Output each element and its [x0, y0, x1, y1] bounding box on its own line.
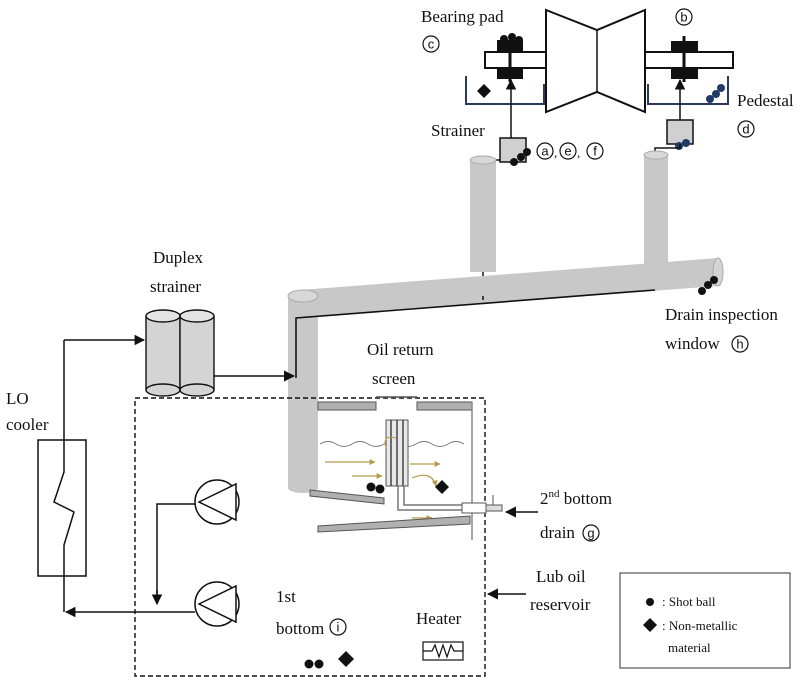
mark-a-e-f: a , e , f — [536, 142, 604, 160]
lub-oil-label: Lub oil — [536, 567, 586, 586]
diamond-icon — [338, 651, 354, 667]
legend-non-metallic: : Non-metallic — [662, 618, 738, 633]
mark-h: h — [731, 335, 749, 353]
return-risers — [469, 150, 669, 272]
pedestal-tray-left — [465, 76, 545, 105]
svg-text:g: g — [587, 526, 594, 541]
drain-inspection-label: Drain inspection — [665, 305, 778, 324]
mark-d: d — [737, 120, 755, 138]
second-drain-label: drain — [540, 523, 575, 542]
strainer-right — [666, 119, 694, 145]
bearing-pad-label: Bearing pad — [421, 7, 504, 26]
diamond-icon — [435, 480, 449, 494]
svg-text:,: , — [577, 145, 580, 160]
turbine-rotor — [545, 8, 646, 114]
duplex-strainer — [145, 309, 215, 397]
duplex-label: Duplex — [153, 248, 204, 267]
mark-g: g — [582, 524, 600, 542]
heater-label: Heater — [416, 609, 462, 628]
svg-text:h: h — [736, 337, 743, 352]
lo-cooler — [37, 439, 87, 577]
legend: : Shot ball : Non-metallic material — [619, 572, 791, 669]
strainer-label: Strainer — [431, 121, 485, 140]
shot-balls-bottom — [304, 659, 324, 669]
drain-inspection-label-2: window — [665, 334, 721, 353]
oil-return-screen-label: Oil return — [367, 340, 434, 359]
pedestal-tray-right — [647, 76, 729, 105]
pump-icon-upper — [194, 479, 240, 525]
svg-text:e: e — [564, 144, 571, 159]
legend-material: material — [668, 640, 711, 655]
heater-icon — [422, 641, 464, 661]
pedestal-label: Pedestal — [737, 91, 794, 110]
duplex-label-2: strainer — [150, 277, 201, 296]
oil-return-downpipe — [288, 296, 318, 488]
diamond-icon — [643, 618, 657, 632]
svg-text:c: c — [428, 37, 435, 52]
first-bottom-label-2: bottom — [276, 619, 324, 638]
lo-cooler-label-2: cooler — [6, 415, 49, 434]
second-bottom-label: 2nd bottom — [540, 488, 612, 508]
first-bottom-label: 1st — [276, 587, 296, 606]
oil-return-screen — [309, 396, 503, 540]
svg-text:f: f — [593, 144, 597, 159]
mark-b: b — [675, 8, 693, 26]
shot-balls-drain-window — [698, 276, 718, 295]
lo-cooler-label: LO — [6, 389, 29, 408]
oil-return-screen-label-2: screen — [372, 369, 416, 388]
oil-return-header — [300, 258, 718, 316]
shot-balls-bearing — [500, 33, 523, 44]
svg-text:b: b — [680, 10, 687, 25]
turbine — [465, 8, 734, 114]
diamond-icon — [477, 84, 491, 98]
legend-shot-ball: : Shot ball — [662, 594, 716, 609]
pump-icon-lower — [194, 581, 240, 627]
mark-i: i — [329, 618, 347, 636]
svg-text:i: i — [337, 620, 340, 635]
svg-text:a: a — [541, 144, 549, 159]
lub-oil-label-2: reservoir — [530, 595, 591, 614]
shaft-left — [484, 51, 548, 69]
shaft-right — [644, 51, 734, 69]
svg-text:,: , — [554, 145, 557, 160]
svg-text:d: d — [742, 122, 749, 137]
shot-balls-strainer — [510, 148, 531, 166]
lub-oil-reservoir — [134, 397, 486, 677]
shot-balls-screen — [366, 482, 385, 494]
mark-c: c — [422, 35, 440, 53]
ball-icon — [646, 598, 654, 606]
shot-balls-pedestal — [706, 84, 725, 103]
